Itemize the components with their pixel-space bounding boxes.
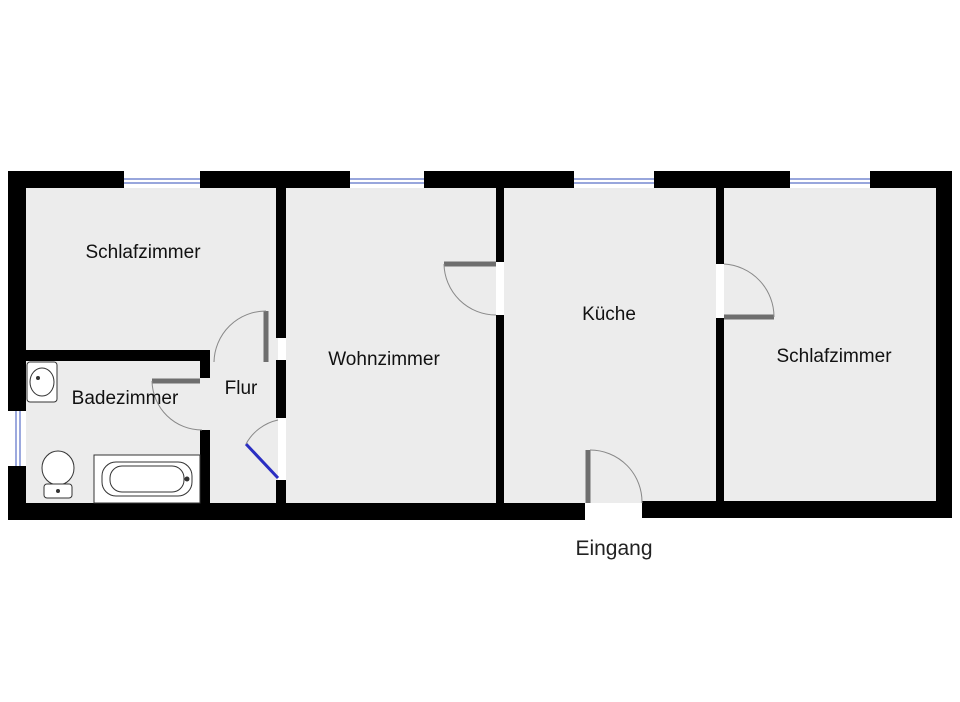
label-schlafzimmer-left: Schlafzimmer: [85, 242, 201, 263]
label-schlafzimmer-right: Schlafzimmer: [776, 346, 892, 367]
exterior-walls: [8, 171, 952, 520]
floor-schlafzimmer-left: [26, 188, 276, 350]
label-badezimmer: Badezimmer: [72, 388, 179, 409]
window-top-3: [574, 178, 654, 184]
window-top-2: [350, 178, 424, 184]
toilet-icon: [41, 450, 75, 499]
door-flur-wohnzimmer: [244, 419, 280, 480]
floor-kueche: [504, 188, 716, 503]
window-top-4: [790, 178, 870, 184]
room-floors: [26, 188, 936, 503]
door-kueche-schlafzimmer: [723, 263, 775, 320]
window-left-bath: [15, 411, 21, 466]
bath-fixtures: [26, 361, 201, 504]
floor-wohnzimmer: [286, 188, 496, 503]
windows: [15, 178, 870, 466]
floor-schlafzimmer-right: [724, 188, 936, 503]
label-flur: Flur: [225, 378, 258, 399]
door-wohnzimmer-kueche: [443, 261, 497, 316]
window-top-1: [124, 178, 200, 184]
door-flur-schlafzimmer: [213, 310, 269, 363]
doors: [151, 261, 775, 504]
door-entrance: [585, 449, 643, 504]
label-eingang: Eingang: [575, 537, 652, 560]
door-badezimmer: [151, 378, 203, 431]
label-wohnzimmer: Wohnzimmer: [328, 349, 440, 370]
interior-walls: [26, 188, 724, 505]
bathtub-icon: [93, 454, 201, 504]
label-kueche: Küche: [582, 304, 636, 325]
sink-icon: [26, 361, 58, 403]
room-labels: Schlafzimmer Wohnzimmer Küche Schlafzimm…: [72, 242, 893, 560]
